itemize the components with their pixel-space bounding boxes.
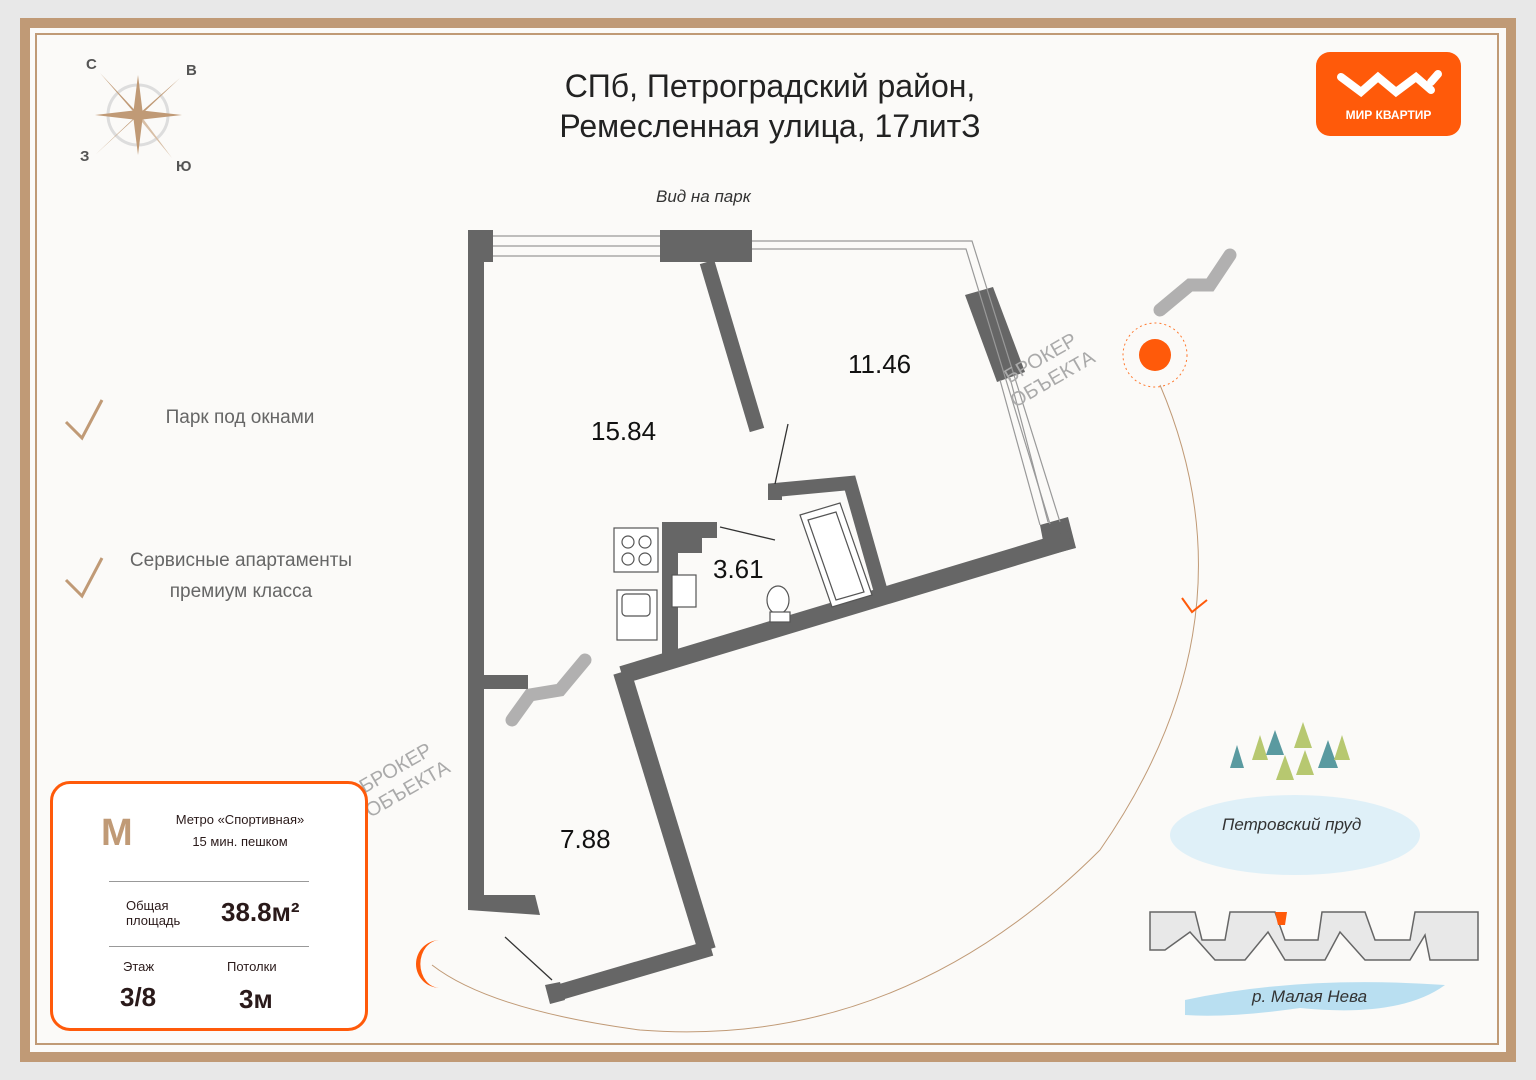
stove-icon — [613, 527, 659, 573]
sun-path-arc — [431, 384, 1199, 1033]
room-area-hall: 7.88 — [560, 824, 611, 854]
doors — [504, 423, 789, 981]
view-label: Вид на парк — [656, 187, 751, 206]
room-area-bathroom: 3.61 — [713, 554, 764, 584]
logo-mark-icon — [1337, 70, 1442, 98]
washbasin-icon — [671, 574, 697, 608]
pond — [1170, 795, 1420, 875]
windows — [493, 235, 1061, 526]
area-label-line: Общая — [126, 898, 169, 913]
compass-west: З — [80, 148, 90, 165]
ceiling-label: Потолки — [227, 959, 277, 974]
arrow-icon — [1181, 597, 1208, 614]
info-card: M Метро «Спортивная» 15 мин. пешком Обща… — [50, 781, 368, 1031]
ceiling-value: 3м — [239, 984, 273, 1014]
park-trees-icon — [1230, 722, 1350, 780]
room-area-living: 15.84 — [591, 416, 657, 446]
moon-icon — [416, 940, 440, 988]
check-icon — [64, 399, 104, 441]
area-label: Общая площадь — [126, 898, 180, 928]
floor-value: 3/8 — [120, 982, 157, 1012]
compass-east: В — [186, 62, 197, 79]
toilet-icon — [766, 585, 790, 615]
page-title: СПб, Петроградский район, Ремесленная ул… — [470, 66, 1070, 146]
watermark-logo-icon — [505, 248, 1237, 727]
feature-park: Парк под окнами — [165, 407, 315, 428]
area-label-line: площадь — [126, 913, 181, 928]
area-value: 38.8м² — [221, 897, 300, 927]
check-icon — [64, 557, 104, 599]
building-marker — [1275, 912, 1287, 925]
feature-apartments: Сервисные апартаменты премиум класса — [110, 545, 372, 607]
title-line-2: Ремесленная улица, 17литЗ — [559, 108, 981, 144]
compass-south: Ю — [176, 158, 192, 175]
walls — [468, 230, 1076, 1004]
metro-walk-time: 15 мин. пешком — [192, 834, 288, 849]
compass-rose-icon — [95, 73, 182, 158]
brand-logo: МИР КВАРТИР — [1316, 52, 1461, 136]
pond-label: Петровский пруд — [1222, 815, 1362, 834]
room-area-bedroom: 11.46 — [848, 349, 912, 379]
feature-line: премиум класса — [169, 581, 313, 602]
river — [1185, 982, 1445, 1016]
river-label: р. Малая Нева — [1252, 987, 1368, 1006]
divider — [109, 881, 309, 882]
logo-text: МИР КВАРТИР — [1345, 108, 1432, 122]
metro-station: Метро «Спортивная» — [175, 812, 305, 827]
sun-icon — [1122, 322, 1188, 388]
divider — [109, 946, 309, 947]
title-line-1: СПб, Петроградский район, — [564, 68, 976, 104]
floor-label: Этаж — [123, 959, 155, 974]
inner-border — [35, 33, 1499, 1045]
building-block — [1149, 911, 1479, 961]
metro-icon: M — [101, 812, 133, 854]
feature-line: Сервисные апартаменты — [129, 550, 353, 571]
compass-north: С — [86, 56, 97, 73]
fixtures — [613, 502, 873, 641]
